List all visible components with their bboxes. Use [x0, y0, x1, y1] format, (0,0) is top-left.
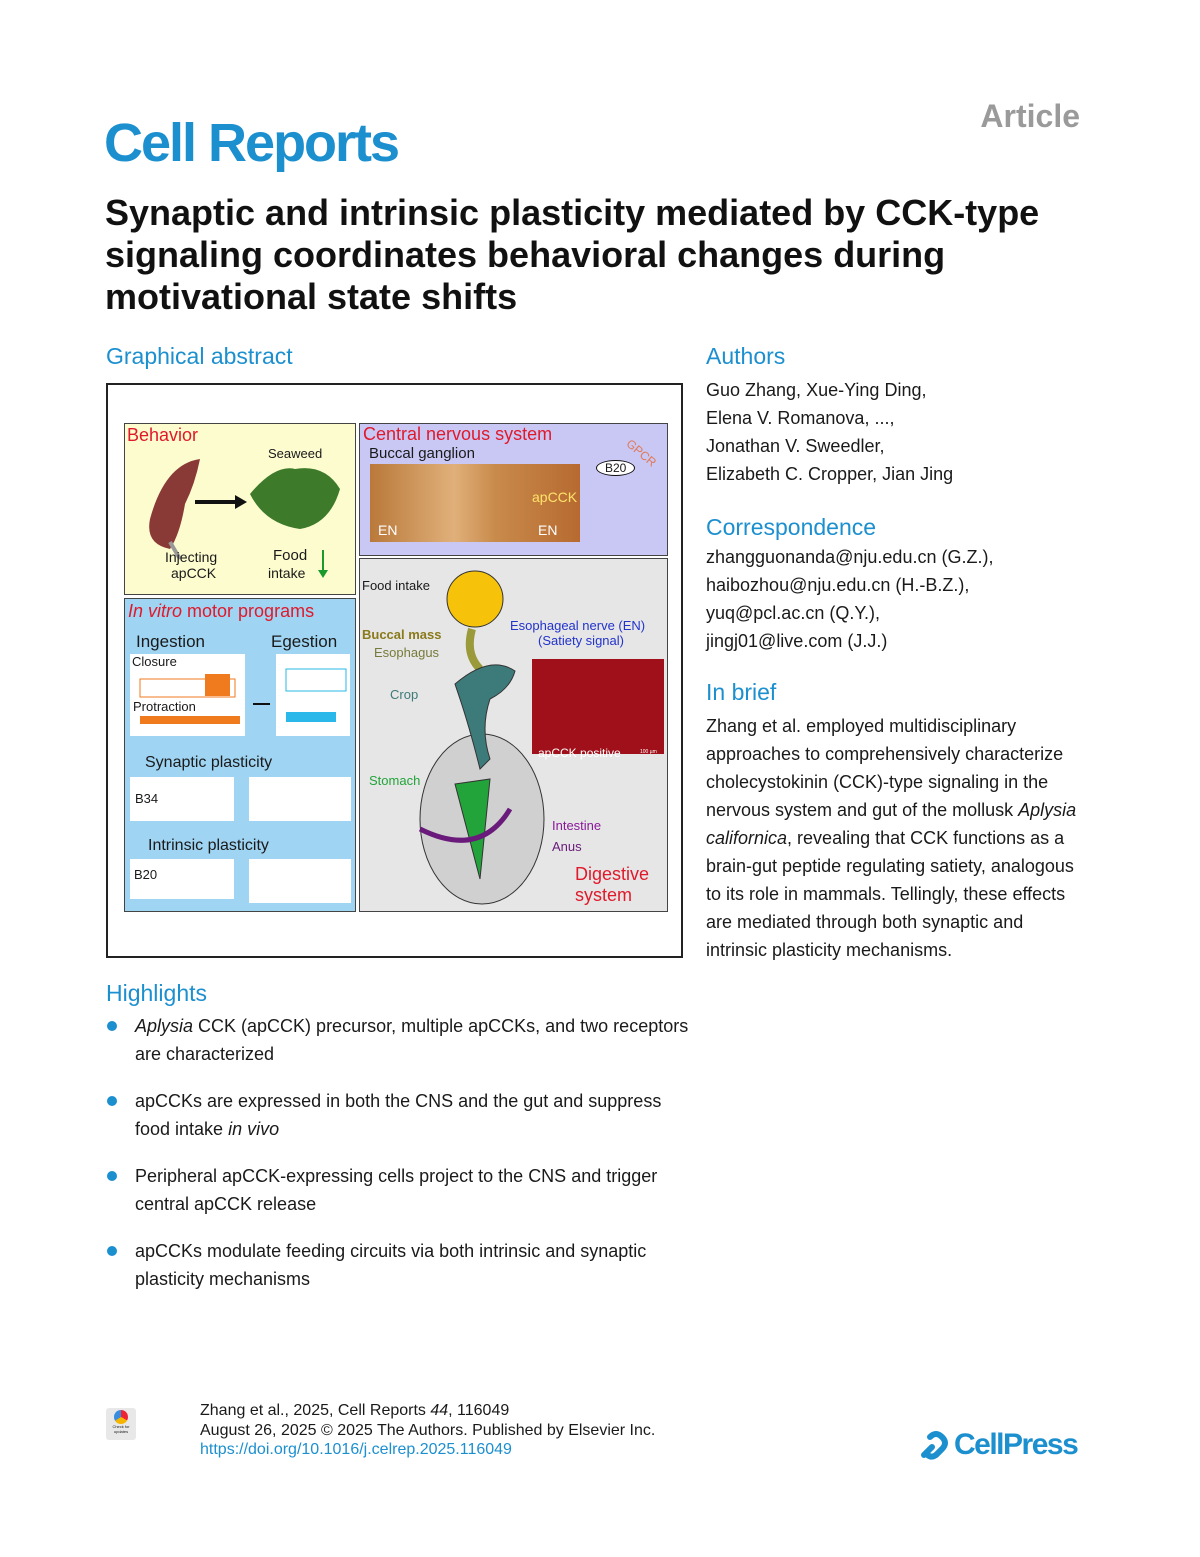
ingestion-label: Ingestion [136, 632, 205, 651]
authors-heading: Authors [706, 343, 786, 369]
authors-list: Guo Zhang, Xue-Ying Ding, Elena V. Roman… [706, 376, 1096, 488]
ganglion-image [370, 464, 580, 542]
journal-logo: Cell Reports [104, 113, 400, 173]
injecting-label: Injecting [165, 549, 218, 565]
email-link[interactable]: haibozhou@nju.edu.cn (H.-B.Z.), [706, 575, 970, 595]
graphical-abstract-heading: Graphical abstract [106, 343, 293, 369]
buccal-mass-label: Buccal mass [362, 627, 442, 642]
b34-trace [130, 777, 234, 821]
in-brief-heading: In brief [706, 679, 777, 705]
stomach-label: Stomach [369, 773, 421, 788]
cellpress-icon [921, 1431, 948, 1460]
email-link[interactable]: zhangguonanda@nju.edu.cn (G.Z.), [706, 547, 994, 567]
date-copyright-line: August 26, 2025 © 2025 The Authors. Publ… [200, 1421, 656, 1439]
anus-label: Anus [552, 839, 582, 854]
b20-trace [130, 859, 234, 899]
cns-title: Central nervous system [363, 424, 553, 444]
in-vitro-title: In vitro motor programs [128, 601, 315, 621]
motor-program-traces [139, 668, 347, 724]
apcck-positive-label: apCCK positive [538, 746, 621, 760]
b20-label: B20 [134, 867, 158, 882]
email-link[interactable]: jingj01@live.com (J.J.) [706, 631, 888, 651]
citation-line: Zhang et al., 2025, Cell Reports 44, 116… [200, 1402, 510, 1419]
intestine-label: Intestine [552, 818, 602, 833]
satiety-signal-label: (Satiety signal) [538, 633, 624, 648]
b34-label: B34 [135, 791, 159, 806]
in-vitro-panel: In vitro motor programs Ingestion Egesti… [124, 598, 356, 912]
digestive-title: Digestive [575, 864, 650, 884]
crop-label: Crop [390, 687, 419, 702]
correspondence-heading: Correspondence [706, 514, 877, 540]
highlight-item: apCCKs modulate feeding circuits via bot… [107, 1237, 695, 1293]
digestive-panel: Food intake Buccal mass Esophagus Esopha… [359, 558, 668, 912]
highlight-item: Aplysia CCK (apCCK) precursor, multiple … [107, 1012, 695, 1068]
b34-modulated-trace [249, 777, 351, 821]
protraction-label: Protraction [133, 699, 196, 714]
cellpress-logo: CellPress [918, 1428, 1079, 1462]
article-type-label: Article [980, 98, 1080, 134]
digestive-title: system [575, 885, 633, 905]
digestive-system-illustration [418, 570, 664, 905]
b20-modulated-trace [249, 859, 351, 903]
author-line: Guo Zhang, Xue-Ying Ding, [706, 380, 927, 400]
egestion-trace [276, 654, 350, 736]
esophageal-nerve-label: Esophageal nerve (EN) [510, 618, 646, 633]
b20-neuron: B20 [596, 460, 636, 476]
apcck-label: apCCK [171, 565, 217, 581]
intrinsic-plasticity-label: Intrinsic plasticity [148, 837, 269, 854]
check-for-updates-button[interactable]: Check for updates [106, 1408, 136, 1440]
behavior-panel: Behavior Seaweed Injecting apCCK Food in… [124, 423, 356, 595]
highlight-item: Peripheral apCCK-expressing cells projec… [107, 1162, 695, 1218]
cns-panel: Central nervous system Buccal ganglion E… [359, 423, 668, 556]
scale-bar: 100 µm [640, 749, 657, 755]
check-updates-icon [114, 1410, 128, 1424]
doi-link[interactable]: https://doi.org/10.1016/j.celrep.2025.11… [200, 1441, 512, 1458]
author-line: Jonathan V. Sweedler, [706, 436, 885, 456]
food-intake-label: Food intake [362, 578, 430, 593]
seaweed-label: Seaweed [268, 446, 323, 461]
behavior-title: Behavior [127, 425, 199, 445]
egestion-label: Egestion [271, 632, 338, 651]
author-line: Elena V. Romanova, ..., [706, 408, 895, 428]
food-label: Food [273, 547, 308, 564]
closure-label: Closure [132, 654, 177, 669]
en-label: EN [538, 522, 558, 538]
highlight-item: apCCKs are expressed in both the CNS and… [107, 1087, 695, 1143]
cellpress-wordmark: CellPress [954, 1428, 1079, 1461]
apcck-cns-label: apCCK [532, 489, 578, 505]
in-brief-text: Zhang et al. employed multidisciplinary … [706, 716, 1077, 960]
synaptic-plasticity-label: Synaptic plasticity [145, 754, 273, 771]
correspondence-list: zhangguonanda@nju.edu.cn (G.Z.), haibozh… [706, 543, 1096, 655]
en-label: EN [378, 522, 398, 538]
email-link[interactable]: yuq@pcl.ac.cn (Q.Y.), [706, 603, 881, 623]
aplysia-seaweed-illustration [149, 459, 340, 578]
graphical-abstract-figure: Behavior Seaweed Injecting apCCK Food in… [106, 383, 683, 958]
ganglion-label: Buccal ganglion [369, 445, 475, 462]
author-line: Elizabeth C. Cropper, Jian Jing [706, 464, 954, 484]
right-column: Authors Guo Zhang, Xue-Ying Ding, Elena … [706, 343, 1096, 964]
page-title: Synaptic and intrinsic plasticity mediat… [105, 192, 1040, 317]
citation-block: Zhang et al., 2025, Cell Reports 44, 116… [200, 1401, 655, 1460]
esophagus-label: Esophagus [374, 645, 440, 660]
highlights-heading: Highlights [106, 980, 207, 1006]
check-updates-label: Check for updates [112, 1424, 130, 1434]
intake-label: intake [268, 565, 306, 581]
